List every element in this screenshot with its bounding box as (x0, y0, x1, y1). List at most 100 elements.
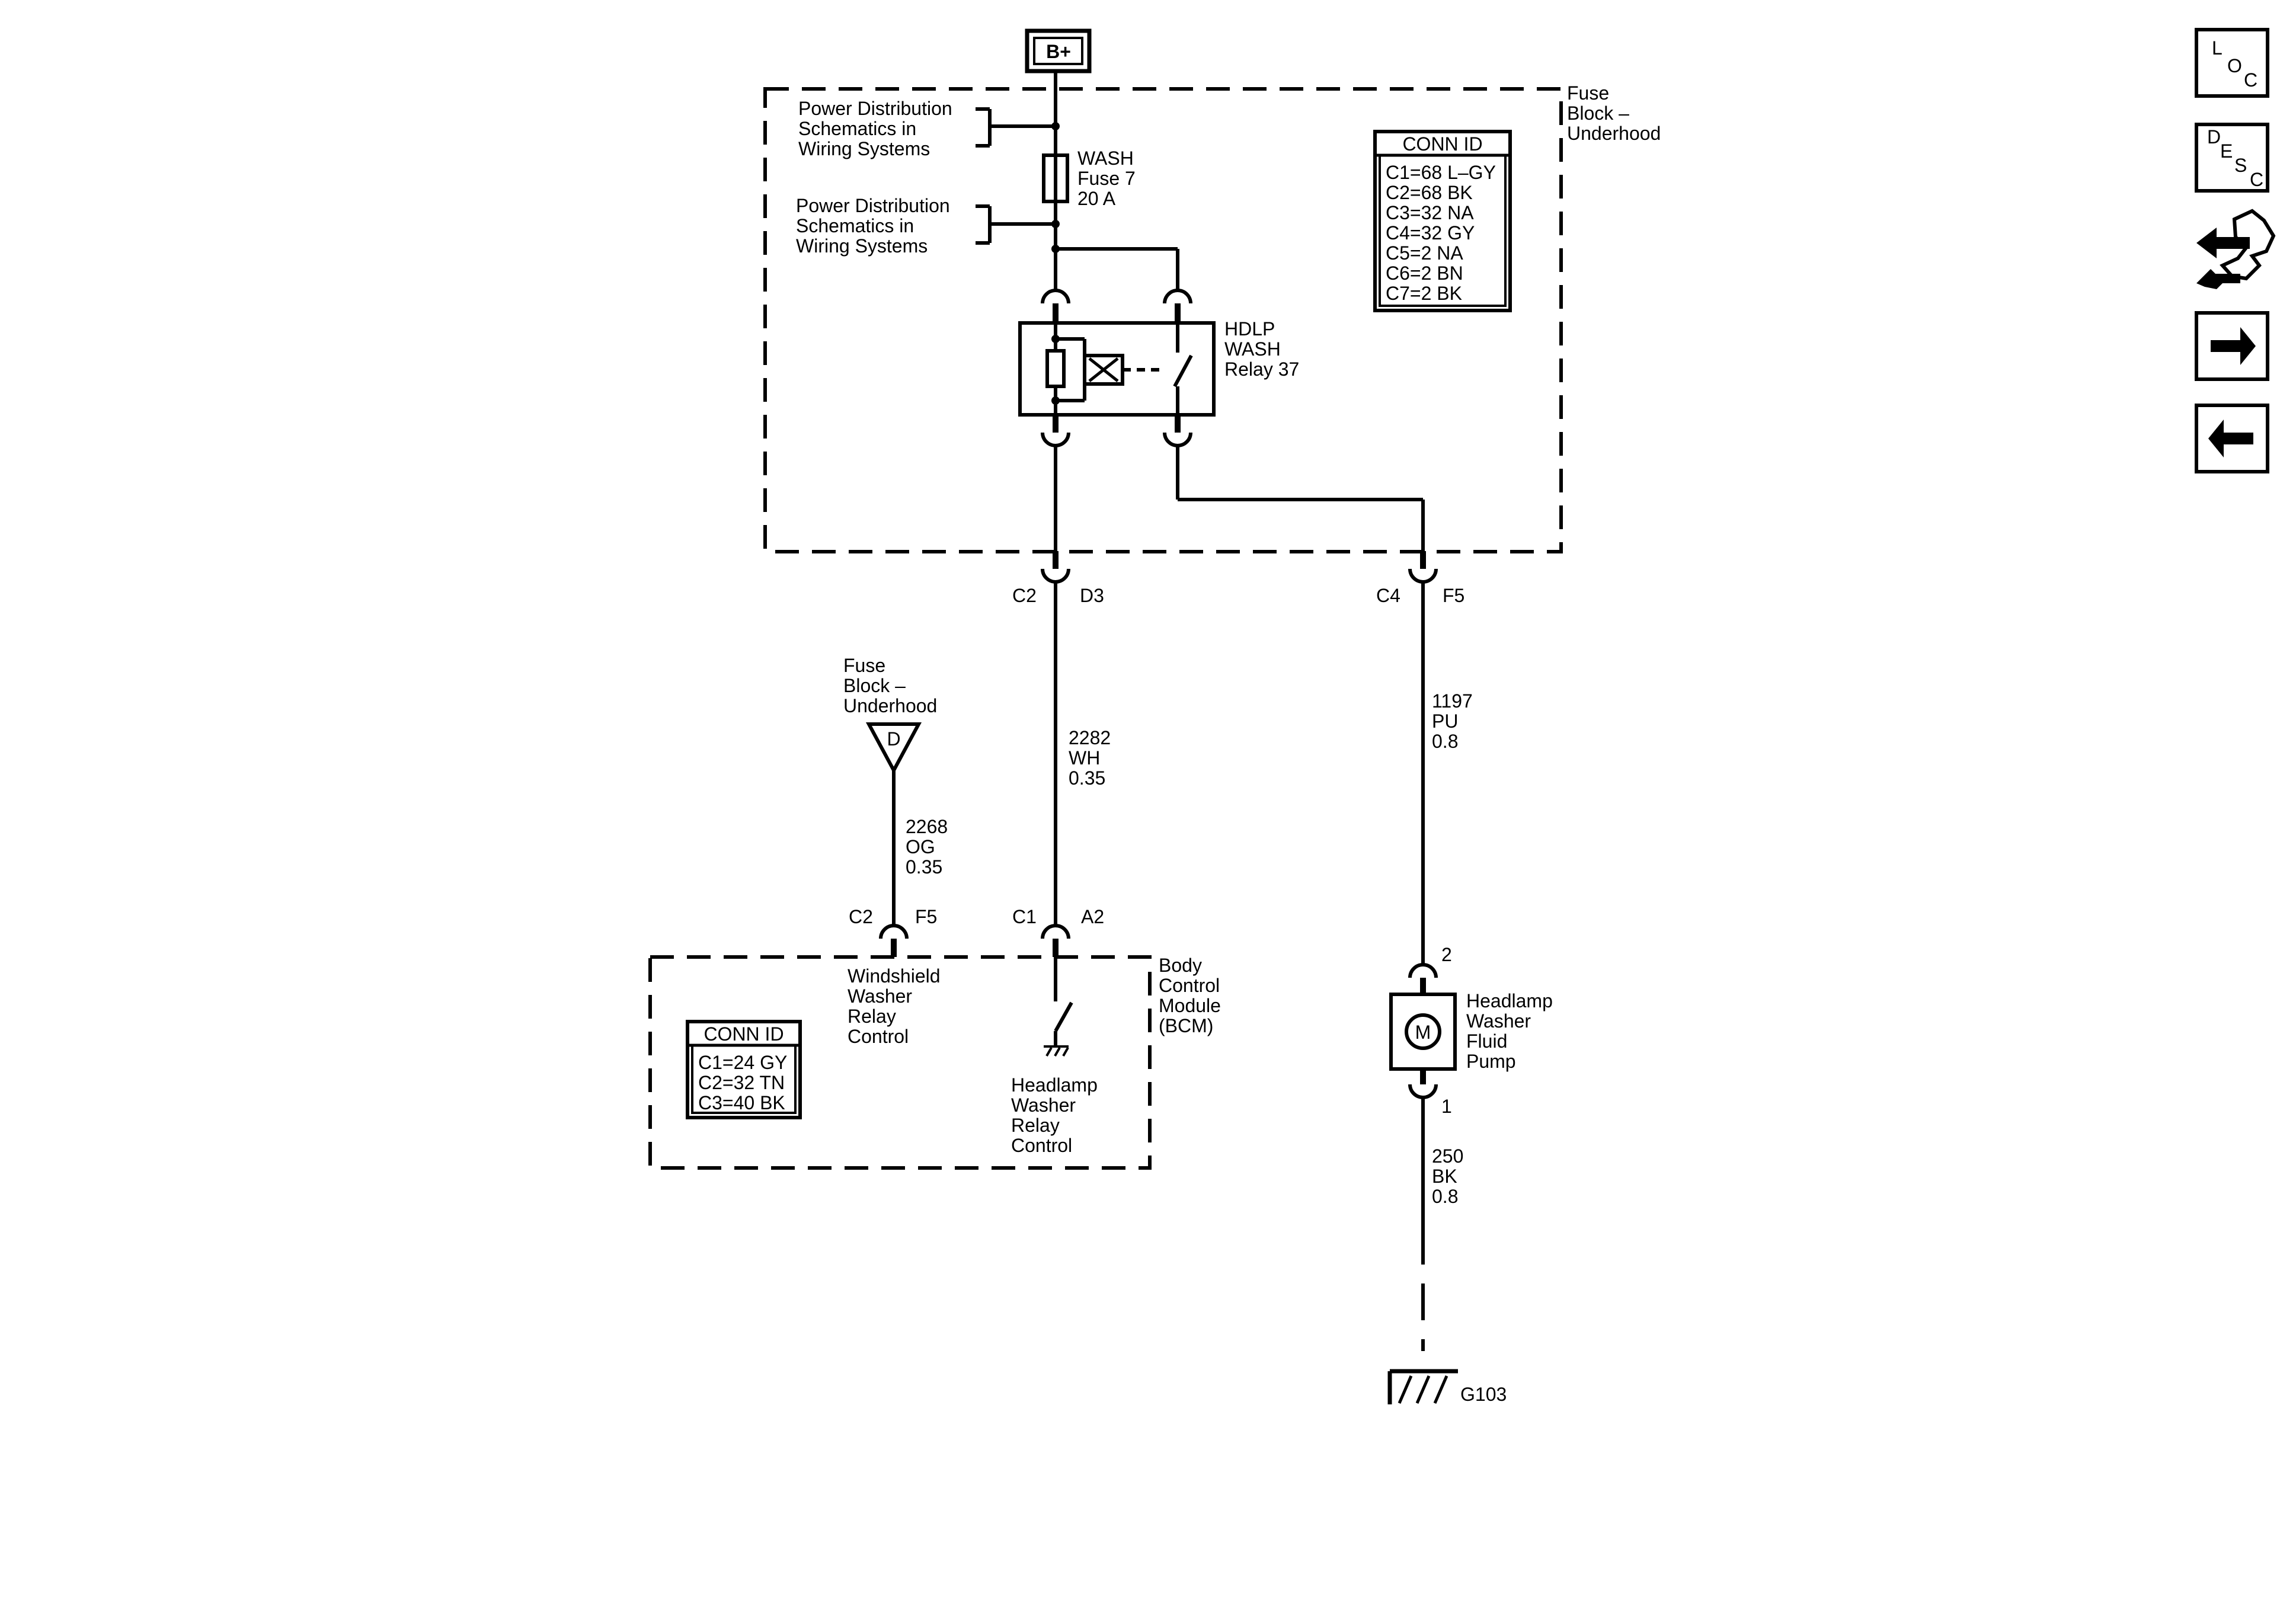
svg-text:(BCM): (BCM) (1159, 1015, 1213, 1036)
svg-text:WASH: WASH (1224, 338, 1281, 360)
svg-text:Control: Control (848, 1026, 909, 1047)
fuse-label: WASH Fuse 7 20 A (1077, 148, 1136, 209)
fuse-conn-id-box (1373, 130, 1512, 312)
windshield-washer-label: Windshield Washer Relay Control (848, 965, 941, 1047)
bcm-conn-id-box (686, 1020, 802, 1119)
svg-text:Wiring Systems: Wiring Systems (796, 235, 928, 257)
relay-terminal-bottom-left (1041, 432, 1070, 447)
svg-text:Power Distribution: Power Distribution (796, 195, 950, 216)
wire-1197-label: 1197 PU 0.8 (1432, 690, 1473, 752)
pump-label: Headlamp Washer Fluid Pump (1466, 990, 1553, 1072)
bcm-switch (1054, 1001, 1073, 1032)
battery-box (1025, 28, 1092, 73)
svg-text:C2=68 BK: C2=68 BK (1386, 182, 1473, 203)
svg-text:Control: Control (1011, 1135, 1072, 1156)
relay-coil (1045, 349, 1066, 388)
ref-d-label: Fuse Block – Underhood (843, 655, 937, 716)
svg-text:OG: OG (906, 836, 935, 857)
svg-text:Headlamp: Headlamp (1466, 990, 1553, 1012)
svg-text:S: S (2234, 155, 2247, 176)
ref-d-letter: D (887, 728, 900, 750)
svg-text:Pump: Pump (1466, 1051, 1516, 1072)
pump-terminal-1 (1408, 1084, 1438, 1099)
power-dist-label-1: Power Distribution Schematics in Wiring … (798, 98, 952, 159)
fuse-conn-id-text: CONN ID C1=68 L–GY C2=68 BK C3=32 NA C4=… (1386, 133, 1496, 304)
svg-text:L: L (2212, 37, 2223, 59)
svg-text:Underhood: Underhood (1567, 123, 1661, 144)
pin-d3-label: D3 (1080, 585, 1104, 606)
svg-text:CONN ID: CONN ID (703, 1023, 784, 1045)
svg-text:C: C (2244, 69, 2257, 91)
svg-text:Underhood: Underhood (843, 695, 937, 716)
svg-text:C: C (2250, 169, 2263, 190)
svg-text:WH: WH (1069, 747, 1100, 769)
svg-text:Windshield: Windshield (848, 965, 941, 987)
bcm-conn-id-text: CONN ID C1=24 GY C2=32 TN C3=40 BK (698, 1023, 787, 1113)
ground-g103-label: G103 (1460, 1384, 1507, 1405)
connector-c4-f5 (1408, 568, 1438, 584)
svg-text:C5=2 NA: C5=2 NA (1386, 242, 1463, 264)
svg-text:Power Distribution: Power Distribution (798, 98, 952, 119)
next-arrow-button[interactable] (2195, 311, 2269, 381)
pump-motor (1405, 1013, 1441, 1050)
pump-motor-letter: M (1415, 1022, 1431, 1043)
svg-text:C4=32 GY: C4=32 GY (1386, 222, 1475, 244)
svg-text:20 A: 20 A (1077, 188, 1116, 209)
svg-text:HDLP: HDLP (1224, 318, 1275, 340)
power-dist-label-2: Power Distribution Schematics in Wiring … (796, 195, 950, 257)
svg-text:Fluid: Fluid (1466, 1030, 1507, 1052)
wire-2268-label: 2268 OG 0.35 (906, 816, 948, 878)
prev-arrow-button[interactable] (2195, 404, 2269, 473)
svg-text:0.35: 0.35 (906, 856, 942, 878)
bcm-conn-c2-label: C2 (849, 906, 873, 927)
svg-text:Headlamp: Headlamp (1011, 1074, 1098, 1096)
pin-f5-label: F5 (1443, 585, 1464, 606)
svg-text:Fuse: Fuse (1567, 82, 1609, 104)
svg-text:Fuse: Fuse (843, 655, 885, 676)
relay-label: HDLP WASH Relay 37 (1224, 318, 1299, 380)
headlamp-washer-relay-label: Headlamp Washer Relay Control (1011, 1074, 1098, 1156)
svg-text:Washer: Washer (1011, 1094, 1076, 1116)
svg-text:Wiring Systems: Wiring Systems (798, 138, 930, 159)
wrench-hand-icon[interactable] (2196, 209, 2276, 289)
svg-text:C1=24 GY: C1=24 GY (698, 1052, 787, 1073)
hdlp-wash-relay (1018, 321, 1216, 417)
svg-text:C3=32 NA: C3=32 NA (1386, 202, 1474, 223)
svg-text:Schematics in: Schematics in (798, 118, 916, 139)
pump-terminal-2 (1408, 963, 1438, 978)
svg-text:Relay 37: Relay 37 (1224, 359, 1299, 380)
svg-text:Relay: Relay (848, 1006, 896, 1027)
svg-text:1197: 1197 (1432, 690, 1473, 712)
bcm-label: Body Control Module (BCM) (1159, 955, 1221, 1036)
svg-text:0.35: 0.35 (1069, 767, 1105, 789)
arrow-left-icon (2208, 420, 2253, 457)
svg-text:Relay: Relay (1011, 1115, 1060, 1136)
desc-button[interactable]: D E S C (2195, 123, 2269, 193)
relay-terminal-top-left (1041, 289, 1070, 304)
svg-text:2268: 2268 (906, 816, 948, 837)
svg-text:CONN ID: CONN ID (1402, 133, 1482, 155)
relay-switch (1173, 354, 1193, 388)
bcm-pin-f5-label: F5 (915, 906, 937, 927)
svg-text:Module: Module (1159, 995, 1221, 1016)
wire-250-label: 250 BK 0.8 (1432, 1145, 1463, 1207)
svg-text:C7=2 BK: C7=2 BK (1386, 283, 1462, 304)
svg-text:PU: PU (1432, 710, 1458, 732)
fuse-block-boundary (763, 87, 1563, 553)
bcm-pin-a2-label: A2 (1081, 906, 1104, 927)
conn-c4-label: C4 (1376, 585, 1400, 606)
pump-pin-2: 2 (1441, 944, 1452, 965)
wire-2282-label: 2282 WH 0.35 (1069, 727, 1111, 789)
svg-text:2282: 2282 (1069, 727, 1111, 748)
svg-text:BK: BK (1432, 1166, 1457, 1187)
svg-text:Washer: Washer (848, 985, 912, 1007)
svg-text:Control: Control (1159, 975, 1220, 996)
svg-text:Fuse 7: Fuse 7 (1077, 168, 1136, 189)
loc-button[interactable]: L O C (2195, 28, 2269, 98)
svg-text:WASH: WASH (1077, 148, 1134, 169)
svg-text:C1=68 L–GY: C1=68 L–GY (1386, 162, 1496, 183)
svg-text:C2=32 TN: C2=32 TN (698, 1072, 785, 1093)
svg-text:0.8: 0.8 (1432, 731, 1458, 752)
bcm-conn-c1-label: C1 (1012, 906, 1037, 927)
